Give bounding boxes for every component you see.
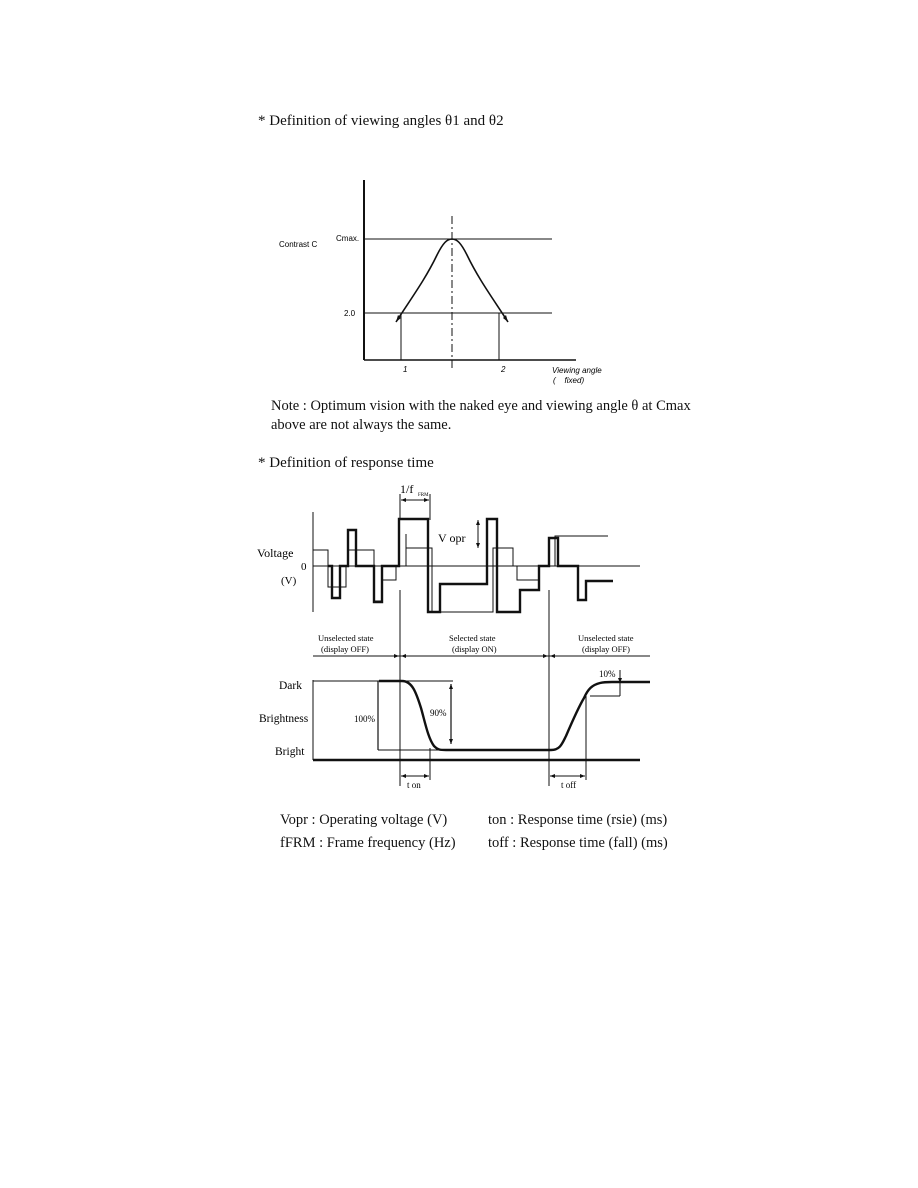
contrast-axis-label: Contrast C <box>279 240 317 249</box>
dark-label: Dark <box>279 680 302 692</box>
pct-100-label: 100% <box>354 714 376 724</box>
viewing-angle-axis-label: Viewing angle <box>552 366 602 375</box>
level-label: 2.0 <box>344 309 356 318</box>
legend-ton: ton : Response time (rsie) (ms) <box>488 812 668 828</box>
state-unselected-1-sub: (display OFF) <box>321 644 369 654</box>
pct-10-label: 10% <box>599 669 616 679</box>
state-selected: Selected state <box>449 633 496 643</box>
ton-label: t on <box>407 780 421 790</box>
legend-vopr: Vopr : Operating voltage (V) <box>280 812 448 828</box>
voltage-zero-label: 0 <box>301 561 307 573</box>
cmax-label: Cmax. <box>336 234 359 243</box>
legend-toff: toff : Response time (fall) (ms) <box>488 835 668 851</box>
contrast-curve <box>395 238 509 323</box>
theta1-tick-label: 1 <box>403 365 407 374</box>
voltage-waveform-thin <box>313 534 608 613</box>
theta2-tick-label: 2 <box>500 365 506 374</box>
response-time-heading: * Definition of response time <box>258 455 434 471</box>
frame-period-sub: FRM <box>418 493 429 498</box>
brightness-curve <box>379 679 650 752</box>
state-unselected-2: Unselected state <box>578 633 634 643</box>
pct-90-label: 90% <box>430 708 447 718</box>
brightness-label: Brightness <box>259 713 309 725</box>
curve-arrow-left <box>396 315 401 322</box>
curve-arrow-right <box>503 315 508 322</box>
viewing-angle-heading: * Definition of viewing angles θ1 and θ2 <box>258 113 504 129</box>
state-selected-sub: (display ON) <box>452 644 497 654</box>
bright-label: Bright <box>275 746 305 758</box>
voltage-waveform-thick <box>328 517 613 614</box>
voltage-unit-label: (V) <box>281 575 297 587</box>
frame-period-label: 1/f <box>400 482 413 496</box>
viewing-angle-note-line1: Note : Optimum vision with the naked eye… <box>271 398 691 414</box>
state-unselected-1: Unselected state <box>318 633 374 643</box>
toff-label: t off <box>561 780 576 790</box>
vopr-label: V opr <box>438 531 465 545</box>
legend-ffrm: fFRM : Frame frequency (Hz) <box>280 835 456 851</box>
voltage-label: Voltage <box>257 546 293 560</box>
state-unselected-2-sub: (display OFF) <box>582 644 630 654</box>
viewing-angle-axis-sublabel: ( fixed) <box>553 376 584 385</box>
viewing-angle-note-line2: above are not always the same. <box>271 417 452 433</box>
